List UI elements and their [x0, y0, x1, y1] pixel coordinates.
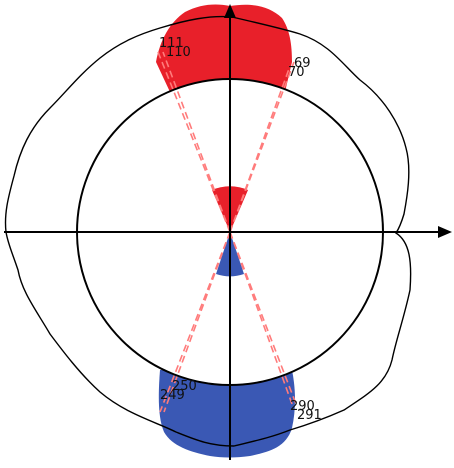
ray-290	[229, 231, 293, 405]
label-291: 291	[297, 408, 322, 423]
label-69: 69	[294, 56, 311, 71]
x-axis-arrowhead	[438, 226, 452, 238]
ray-249	[159, 231, 231, 413]
label-250: 250	[172, 379, 197, 394]
ray-70	[229, 65, 291, 233]
top-red-region	[156, 4, 292, 93]
label-110: 110	[166, 45, 191, 60]
bottom-blue-region	[158, 370, 295, 458]
dashed-rays	[157, 51, 297, 413]
label-290: 290	[290, 399, 315, 414]
label-70: 70	[288, 65, 305, 80]
y-axis-arrowhead	[224, 4, 236, 18]
bottom-blue-fill	[158, 370, 295, 458]
label-249: 249	[160, 388, 185, 403]
ray-250	[163, 231, 231, 413]
top-red-fill	[156, 4, 292, 93]
ray-69	[229, 61, 295, 233]
ray-291	[229, 231, 297, 405]
outer-curve	[4, 15, 412, 447]
label-111: 111	[159, 36, 184, 51]
ray-110	[162, 51, 231, 233]
